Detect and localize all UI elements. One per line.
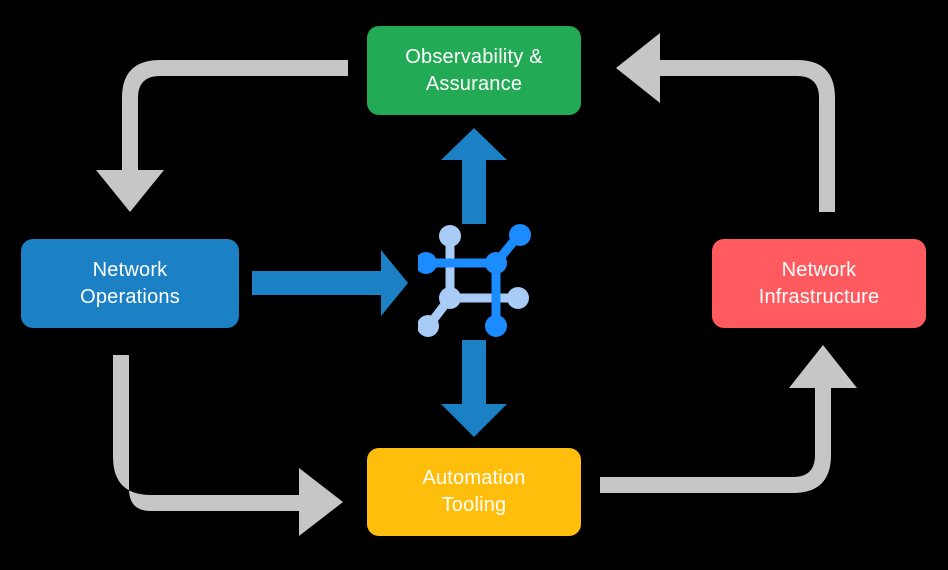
node-network-operations[interactable]: Network Operations [21, 239, 239, 328]
node-automation-tooling[interactable]: Automation Tooling [367, 448, 581, 536]
node-network-infrastructure[interactable]: Network Infrastructure [712, 239, 926, 328]
node-label-observability-assurance: Observability & Assurance [405, 45, 543, 95]
topology-dark-nodes [418, 224, 531, 337]
connector-automation-tooling-to-network-infrastructure [600, 345, 857, 493]
connector-observability-to-network-operations [96, 60, 348, 212]
connector-network-operations-to-center [252, 250, 408, 316]
node-observability-assurance[interactable]: Observability & Assurance [367, 26, 581, 115]
node-label-automation-tooling: Automation Tooling [422, 467, 526, 516]
network-topology-icon [418, 224, 531, 337]
node-label-network-operations: Network Operations [80, 258, 180, 308]
topology-light-nodes [418, 225, 529, 337]
connector-network-operations-to-automation-tooling [113, 355, 343, 536]
connector-center-to-observability [441, 128, 507, 224]
node-label-network-infrastructure: Network Infrastructure [758, 258, 880, 308]
connector-center-to-automation-tooling [441, 340, 507, 437]
connector-network-infrastructure-to-observability [616, 33, 835, 212]
